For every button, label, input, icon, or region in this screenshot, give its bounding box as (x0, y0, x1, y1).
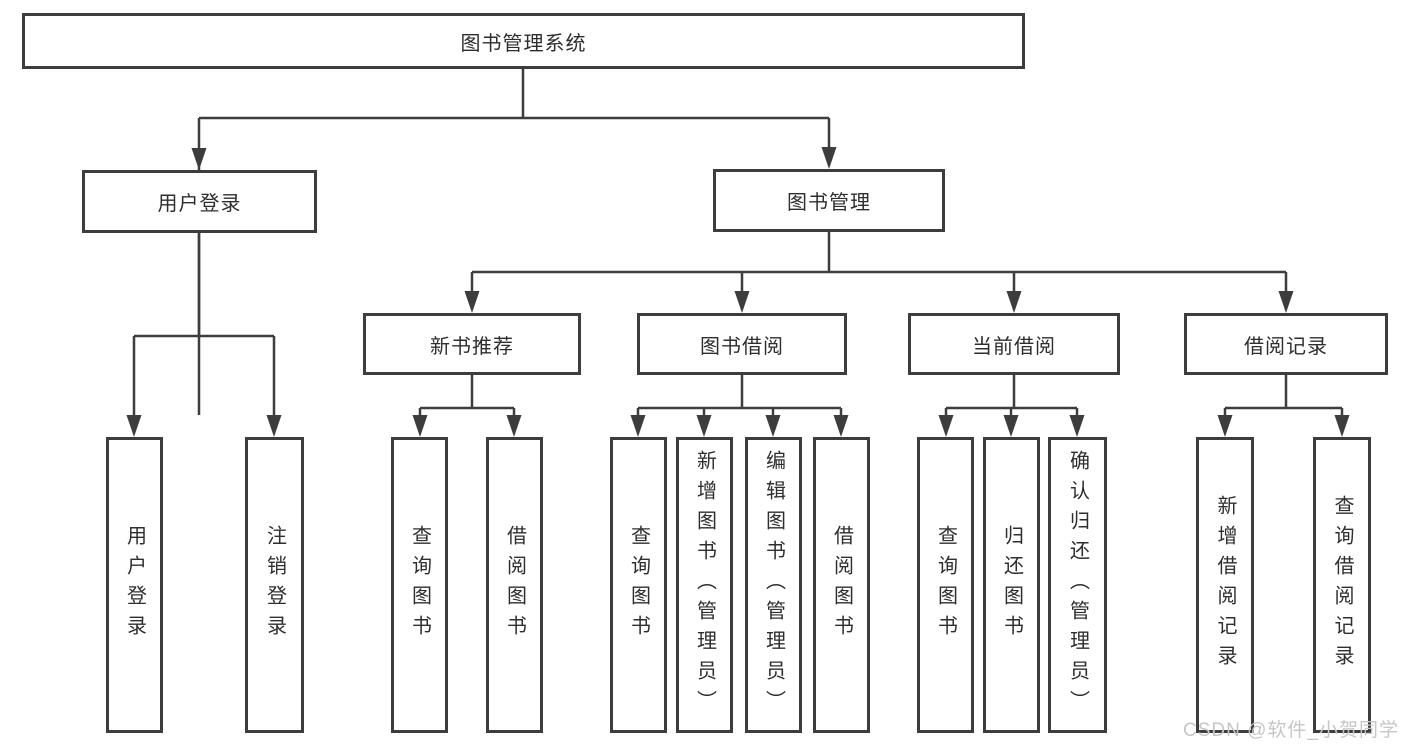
connector-bookborrow-to-leaves (630, 375, 849, 437)
leaf-query-books-current-label: 查询图书 (934, 525, 957, 645)
node-new-book-recommend: 新书推荐 (363, 313, 581, 375)
node-user-login: 用户登录 (82, 170, 317, 233)
node-current-borrow: 当前借阅 (908, 313, 1120, 375)
connector-userlogin-to-leaves (126, 233, 282, 437)
node-user-login-label: 用户登录 (157, 193, 242, 215)
leaf-query-borrow-record-label: 查询借阅记录 (1331, 495, 1353, 675)
connector-currentborrow-to-leaves (938, 375, 1085, 437)
leaf-query-books-borrow-label: 查询图书 (627, 525, 650, 645)
leaf-query-books-recommend: 查询图书 (391, 437, 448, 733)
leaf-confirm-return-admin-label: 确认归还（管理员） (1066, 450, 1089, 720)
leaf-borrow-books-label: 借阅图书 (830, 525, 853, 645)
leaf-return-book-label: 归还图书 (1000, 525, 1023, 645)
leaf-query-books-borrow: 查询图书 (610, 437, 667, 733)
leaf-confirm-return-admin: 确认归还（管理员） (1048, 437, 1107, 733)
leaf-borrow-books: 借阅图书 (813, 437, 870, 733)
leaf-add-borrow-record: 新增借阅记录 (1196, 437, 1254, 733)
watermark: CSDN @软件_小贺同学 (1183, 720, 1399, 741)
leaf-query-books-recommend-label: 查询图书 (408, 525, 431, 645)
node-new-book-recommend-label: 新书推荐 (430, 335, 514, 358)
node-book-borrow: 图书借阅 (637, 313, 847, 375)
leaf-return-book: 归还图书 (983, 437, 1040, 733)
node-book-borrow-label: 图书借阅 (700, 335, 784, 358)
node-current-borrow-label: 当前借阅 (972, 335, 1056, 358)
leaf-borrow-books-recommend-label: 借阅图书 (503, 525, 526, 645)
connector-newbook-to-leaves (412, 375, 522, 437)
node-root: 图书管理系统 (22, 13, 1025, 69)
leaf-user-login-label: 用户登录 (123, 525, 146, 645)
leaf-logout-label: 注销登录 (263, 525, 286, 645)
node-book-management-label: 图书管理 (787, 192, 871, 214)
leaf-add-book-admin: 新增图书（管理员） (676, 437, 733, 733)
leaf-borrow-books-recommend: 借阅图书 (486, 437, 543, 733)
node-borrow-records: 借阅记录 (1184, 313, 1388, 375)
leaf-edit-book-admin-label: 编辑图书（管理员） (762, 450, 785, 720)
node-borrow-records-label: 借阅记录 (1244, 335, 1328, 358)
leaf-add-book-admin-label: 新增图书（管理员） (693, 450, 716, 720)
leaf-query-books-current: 查询图书 (917, 437, 974, 733)
leaf-add-borrow-record-label: 新增借阅记录 (1214, 495, 1236, 675)
leaf-edit-book-admin: 编辑图书（管理员） (745, 437, 802, 733)
connector-bookmgmt-to-level3 (464, 232, 1294, 313)
leaf-query-borrow-record: 查询借阅记录 (1313, 437, 1371, 733)
leaf-logout: 注销登录 (245, 437, 304, 733)
leaf-user-login: 用户登录 (106, 437, 163, 733)
node-book-management: 图书管理 (713, 169, 945, 232)
connector-borrowrecords-to-leaves (1217, 375, 1350, 437)
node-root-label: 图书管理系统 (460, 32, 587, 55)
